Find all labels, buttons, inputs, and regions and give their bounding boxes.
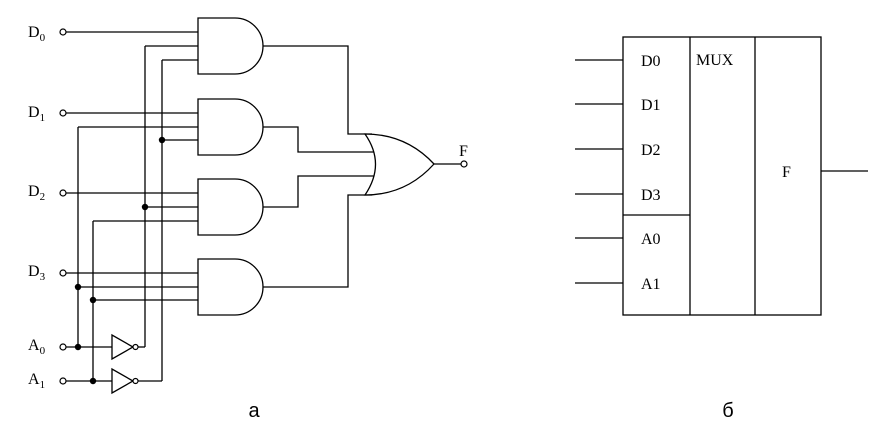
caption-a: а [248, 400, 260, 422]
and-to-or-wires [263, 45, 375, 288]
output-terminal [460, 160, 468, 168]
or-gate [363, 133, 435, 196]
and-gate-3 [197, 178, 264, 236]
caption-b: б [722, 400, 733, 422]
and-gate-4 [197, 258, 264, 316]
mux-block-symbol: D0 D1 D2 D3 A0 A1 MUX F б [575, 36, 868, 422]
pin-label-d1: D1 [641, 97, 661, 114]
pin-label-a1: A1 [641, 276, 661, 293]
junction-dots [74, 136, 166, 385]
data-input-wires [66, 31, 198, 274]
pin-label-a0: A0 [641, 231, 661, 248]
input-label-d0: D0 [28, 24, 46, 44]
input-label-d3: D3 [28, 263, 46, 283]
mux-outline [622, 36, 822, 316]
input-label-a1: A1 [28, 371, 45, 391]
mux-output-label: F [782, 164, 791, 181]
gate-level-circuit: D0 D1 D2 D3 A0 A1 [28, 17, 468, 422]
input-label-a0: A0 [28, 337, 46, 357]
a1-wires [66, 220, 198, 382]
a0-wires [66, 126, 198, 348]
circuit-output-label: F [459, 143, 468, 160]
and-gate-1 [197, 17, 264, 75]
pin-label-d3: D3 [641, 187, 661, 204]
input-label-d2: D2 [28, 183, 45, 203]
input-terminals [59, 28, 67, 385]
pin-label-d0: D0 [641, 53, 661, 70]
pin-label-d2: D2 [641, 142, 661, 159]
not-a1-wires [138, 59, 198, 382]
not-gate-a0 [111, 333, 139, 361]
and-gate-2 [197, 98, 264, 156]
not-a0-wires [138, 45, 198, 348]
input-label-d1: D1 [28, 104, 45, 124]
mux-title: MUX [696, 52, 734, 69]
mux-input-leads [575, 59, 623, 284]
not-gate-a1 [111, 367, 139, 395]
